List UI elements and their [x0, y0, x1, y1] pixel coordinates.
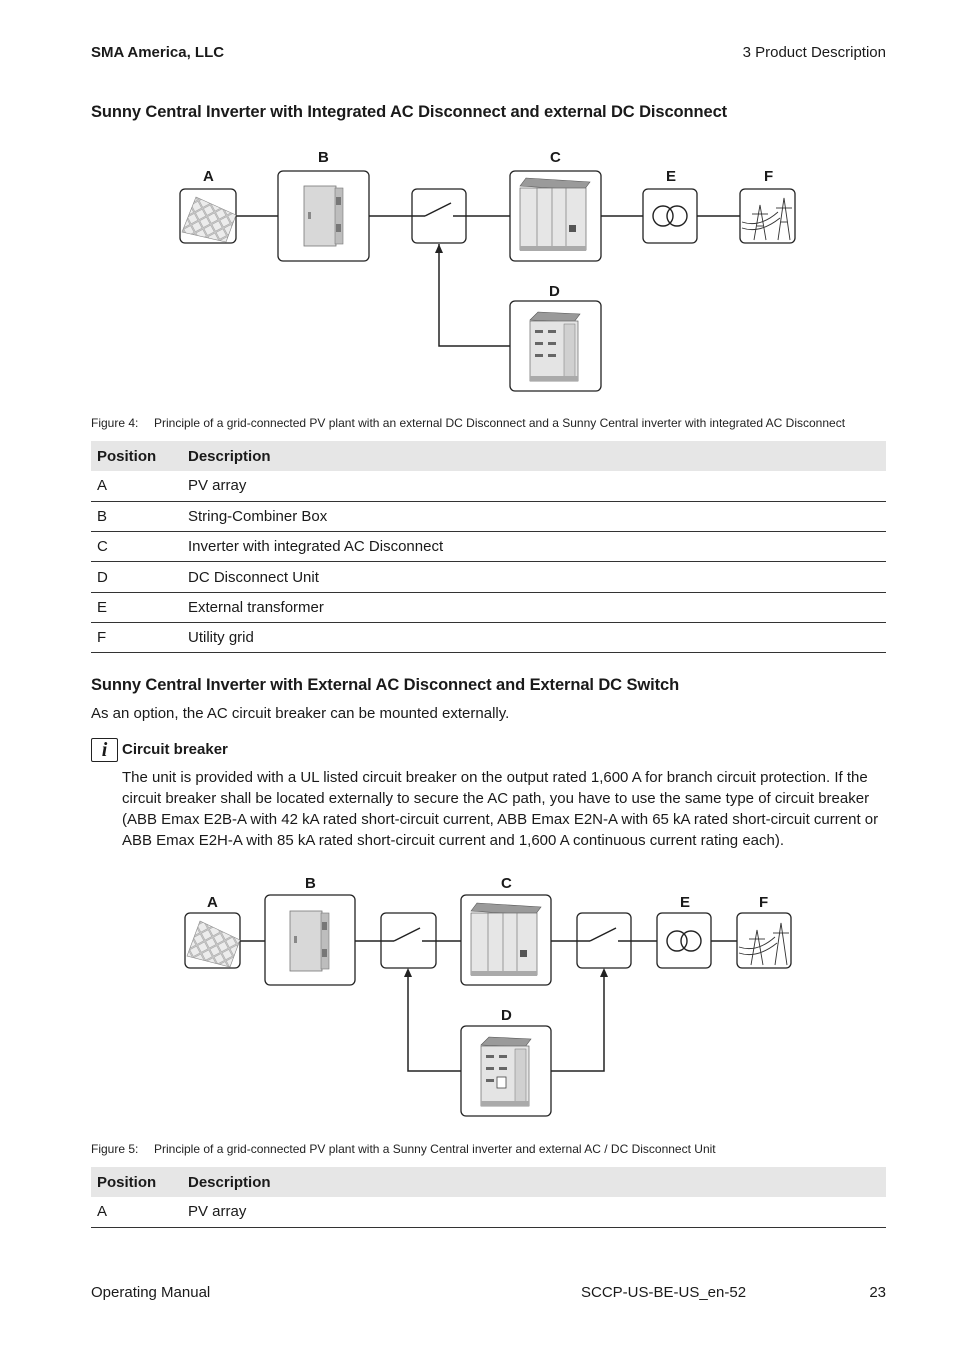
utility-grid-icon [736, 912, 792, 969]
footer-manual: Operating Manual [91, 1284, 211, 1301]
description-cell: PV array [182, 471, 886, 502]
utility-grid-icon [739, 188, 796, 244]
fig5-label-a: A [207, 894, 218, 911]
fig5-label-d: D [501, 1007, 512, 1024]
section1-title: Sunny Central Inverter with Integrated A… [91, 103, 728, 121]
description-cell: PV array [182, 1197, 886, 1228]
combiner-box-icon [264, 894, 356, 986]
description-cell: External transformer [182, 592, 886, 623]
description-cell: Utility grid [182, 622, 886, 654]
fig4-label-f: F [764, 168, 773, 185]
info-icon: i [91, 738, 118, 762]
figure5-caption-number: Figure 5: [91, 1142, 139, 1156]
inverter-icon [509, 170, 602, 262]
figure4-caption-text: Principle of a grid-connected PV plant w… [154, 416, 846, 430]
header-company: SMA America, LLC [91, 44, 225, 61]
fig4-label-d: D [549, 283, 560, 300]
inverter-icon [460, 894, 552, 986]
header-section: 3 Product Description [742, 44, 886, 61]
fig5-label-c: C [501, 875, 512, 892]
section2-title: Sunny Central Inverter with External AC … [91, 676, 680, 694]
column-header-position: Position [91, 1167, 182, 1197]
position-cell: F [91, 622, 182, 654]
position-cell: B [91, 501, 182, 533]
column-header-description: Description [182, 1167, 886, 1197]
description-cell: String-Combiner Box [182, 501, 886, 533]
dc-switch-icon [380, 912, 437, 969]
column-header-position: Position [91, 441, 182, 471]
ac-switch-icon [576, 912, 632, 969]
figure5-caption-text: Principle of a grid-connected PV plant w… [154, 1142, 716, 1156]
fig5-label-f: F [759, 894, 768, 911]
fig4-label-a: A [203, 168, 214, 185]
fig4-label-c: C [550, 149, 561, 166]
ac-dc-disconnect-unit-icon [460, 1025, 552, 1117]
section2-intro: As an option, the AC circuit breaker can… [91, 705, 510, 722]
transformer-icon [642, 188, 698, 244]
note-title: Circuit breaker [122, 741, 228, 758]
description-cell: DC Disconnect Unit [182, 561, 886, 593]
dc-disconnect-unit-icon [509, 300, 602, 392]
table-header-row: Position Description [91, 1167, 886, 1197]
position-cell: D [91, 561, 182, 593]
position-cell: A [91, 471, 182, 502]
pv-array-icon [179, 188, 237, 244]
figure4-caption-number: Figure 4: [91, 416, 139, 430]
table-header-row: Position Description [91, 441, 886, 471]
figure4-caption: Figure 4: Principle of a grid-connected P… [91, 416, 845, 430]
fig4-label-b: B [318, 149, 329, 166]
dc-switch-icon [411, 188, 467, 244]
position-cell: C [91, 531, 182, 563]
footer-doc-id: SCCP-US-BE-US_en-52 [581, 1284, 747, 1301]
fig5-label-e: E [680, 894, 690, 911]
transformer-icon [656, 912, 712, 969]
figure5-caption: Figure 5: Principle of a grid-connected P… [91, 1142, 716, 1156]
fig5-label-b: B [305, 875, 316, 892]
position-cell: A [91, 1197, 182, 1228]
pv-array-icon [184, 912, 241, 969]
footer-page-number: 23 [869, 1284, 886, 1301]
combiner-box-icon [277, 170, 370, 262]
fig4-label-e: E [666, 168, 676, 185]
position-cell: E [91, 592, 182, 623]
note-body: The unit is provided with a UL listed ci… [122, 769, 879, 849]
description-cell: Inverter with integrated AC Disconnect [182, 531, 886, 563]
column-header-description: Description [182, 441, 886, 471]
